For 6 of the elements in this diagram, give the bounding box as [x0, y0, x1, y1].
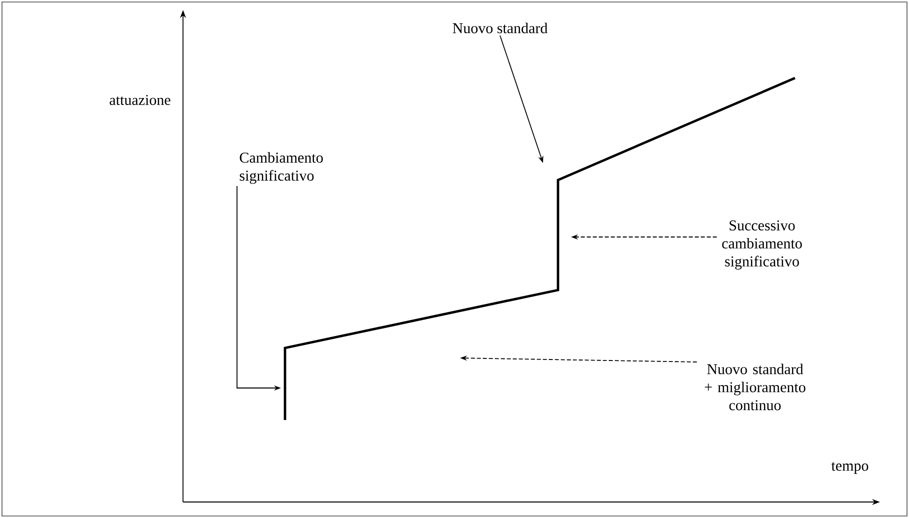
axis-label: tempo: [831, 462, 868, 474]
callout-text: Nuovo standard + miglioramento continuo: [704, 364, 806, 410]
callout-text: Nuovo standard: [452, 22, 548, 34]
callout-text: Cambiamento significativo: [240, 152, 323, 184]
axis-label: attuazione: [110, 94, 170, 106]
callout-text: Successivo cambiamento significativo: [722, 220, 802, 270]
